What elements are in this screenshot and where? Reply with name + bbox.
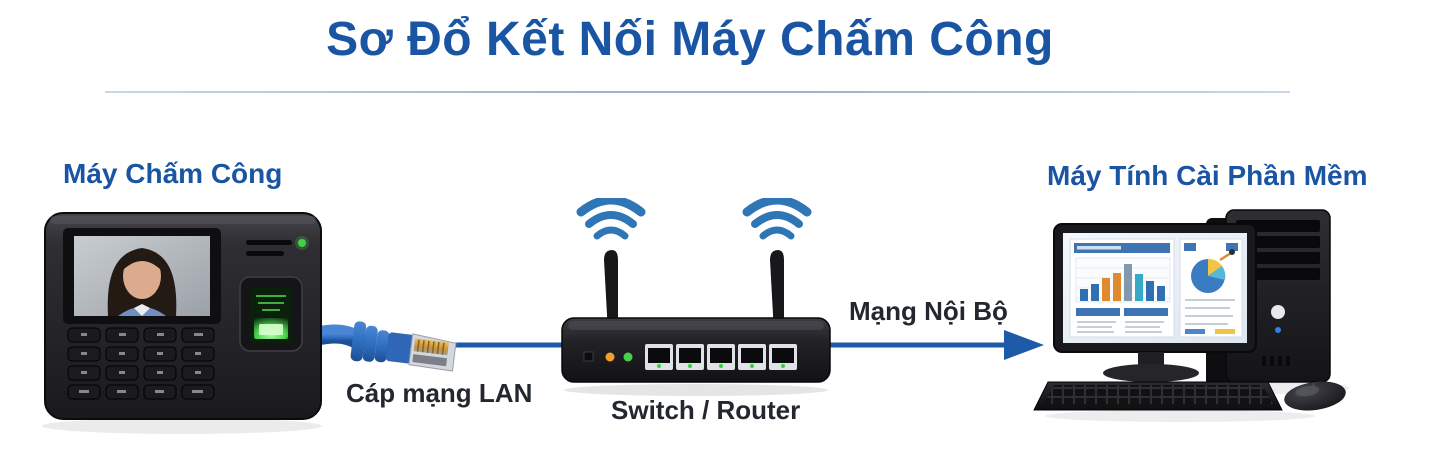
led-orange [605, 352, 615, 362]
antenna-right [770, 250, 784, 333]
dashboard-bar-chart [1069, 238, 1175, 338]
local-network-label: Mạng Nội Bộ [849, 296, 1008, 326]
fingerprint-scanner-icon [239, 276, 303, 352]
user-photo [107, 248, 177, 316]
arrow-right-icon [1004, 330, 1044, 360]
reset-button [583, 351, 594, 362]
device-keypad [67, 327, 215, 400]
attendance-machine-label: Máy Chấm Công [63, 158, 283, 189]
attendance-machine [42, 212, 322, 434]
power-led-blue [1275, 327, 1281, 333]
lan-cable-label: Cáp mạng LAN [346, 378, 533, 408]
software-computer-label: Máy Tính Cài Phần Mềm [1047, 160, 1368, 191]
mouse [1284, 381, 1346, 411]
vent-grille [1262, 356, 1290, 366]
wifi-icon [576, 198, 646, 240]
keyboard [1033, 381, 1283, 411]
software-computer-device [1033, 209, 1350, 422]
switch-router-device [561, 198, 831, 396]
monitor [1053, 223, 1257, 382]
speaker-grille [246, 240, 292, 256]
title-divider [105, 91, 1290, 93]
rj45-connector-icon [308, 321, 457, 372]
page-title: Sơ Đổ Kết Nối Máy Chấm Công [326, 13, 1054, 66]
dashboard-pie-chart [1179, 238, 1243, 338]
device-screen [63, 228, 221, 324]
ethernet-ports [645, 344, 797, 370]
status-led-green [298, 239, 306, 247]
antenna-left [604, 250, 618, 333]
wifi-icon [742, 198, 812, 240]
led-green [623, 352, 633, 362]
power-button [1271, 305, 1285, 319]
switch-router-label: Switch / Router [611, 395, 801, 425]
